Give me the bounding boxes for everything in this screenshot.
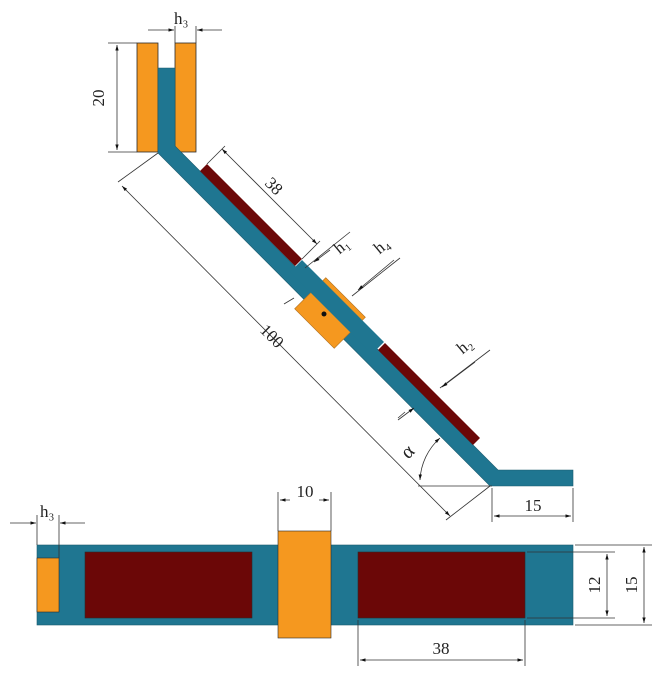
tip-length-label: 15	[525, 496, 542, 515]
clamp-height-label: 20	[89, 90, 108, 107]
patch-thickness-bottom-label: h₂	[453, 334, 476, 358]
top-view: h₃ 10 38 12 15	[10, 482, 652, 666]
patch-length-label-top: 38	[433, 639, 450, 658]
mass-thickness-label: h₄	[370, 234, 393, 258]
mass-width-label: 10	[297, 482, 314, 501]
beam-width-label: 15	[622, 577, 641, 594]
mass-center-dot	[321, 311, 327, 317]
angle-label: α	[396, 440, 419, 463]
patch-left-top	[84, 551, 253, 619]
patch-thickness-top-label: h₁	[330, 234, 353, 258]
clamp-left-bar	[136, 42, 159, 153]
patch-width-label: 12	[585, 577, 604, 594]
clamp-right-bar	[174, 42, 197, 153]
beam-side	[157, 67, 574, 487]
patch-right-top	[357, 551, 526, 619]
upper-patch	[200, 164, 302, 266]
patch-length-label-side: 38	[261, 173, 286, 198]
clamp-gap-label: h₃	[174, 9, 189, 28]
beam-length-label: 100	[256, 320, 287, 351]
clamp-width-label: h₃	[40, 502, 55, 521]
clamp-top	[36, 557, 60, 613]
side-view: 20 h₃ 38 100 h₁ h₄ h₂ α	[89, 9, 574, 522]
lower-patch	[378, 343, 480, 445]
proof-mass-top	[277, 530, 332, 639]
